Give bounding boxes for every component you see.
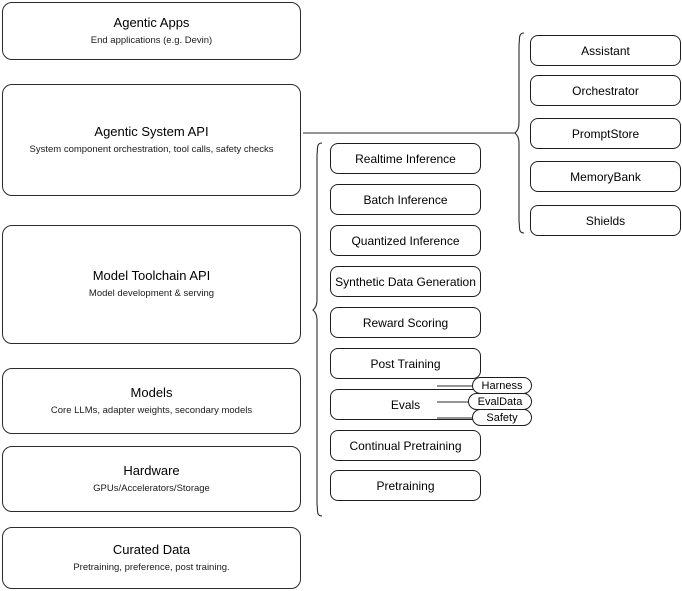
layer-agentic-system-api[interactable]: Agentic System API System component orch… [2,84,301,196]
toolchain-item-batch-inference[interactable]: Batch Inference [330,184,481,215]
layer-title: Hardware [123,462,180,478]
layer-title: Curated Data [112,541,191,557]
system-item-memorybank[interactable]: MemoryBank [530,161,681,192]
system-item-promptstore[interactable]: PromptStore [530,118,681,149]
layer-subtitle: Model development & serving [88,288,215,299]
layer-subtitle: System component orchestration, tool cal… [29,143,274,155]
layer-curated-data[interactable]: Curated Data Pretraining, preference, po… [2,527,301,589]
layer-agentic-apps[interactable]: Agentic Apps End applications (e.g. Devi… [2,2,301,60]
system-item-orchestrator[interactable]: Orchestrator [530,75,681,106]
layer-title: Model Toolchain API [92,268,211,283]
toolchain-item-continual-pretraining[interactable]: Continual Pretraining [330,430,481,461]
toolchain-item-quantized-inference[interactable]: Quantized Inference [330,225,481,256]
eval-tag-harness[interactable]: Harness [472,377,532,394]
system-item-shields[interactable]: Shields [530,205,681,236]
eval-tag-evaldata[interactable]: EvalData [468,393,532,410]
layer-model-toolchain-api[interactable]: Model Toolchain API Model development & … [2,225,301,344]
layer-subtitle: Core LLMs, adapter weights, secondary mo… [50,404,253,416]
toolchain-item-synthetic-data-generation[interactable]: Synthetic Data Generation [330,266,481,297]
toolchain-item-post-training[interactable]: Post Training [330,348,481,379]
layer-models[interactable]: Models Core LLMs, adapter weights, secon… [2,368,301,434]
layer-title: Agentic System API [94,123,209,139]
layer-subtitle: GPUs/Accelerators/Storage [93,482,210,494]
toolchain-item-realtime-inference[interactable]: Realtime Inference [330,143,481,174]
toolchain-item-pretraining[interactable]: Pretraining [330,470,481,501]
layer-hardware[interactable]: Hardware GPUs/Accelerators/Storage [2,446,301,512]
toolchain-item-evals[interactable]: Evals [330,389,481,420]
layer-subtitle: Pretraining, preference, post training. [73,561,230,573]
layer-subtitle: End applications (e.g. Devin) [90,34,213,46]
brace-system-components [514,32,525,234]
system-item-assistant[interactable]: Assistant [530,35,681,66]
layer-title: Models [130,384,173,400]
brace-toolchain-items [312,142,323,517]
layer-title: Agentic Apps [113,14,190,30]
eval-tag-safety[interactable]: Safety [472,409,532,426]
toolchain-item-reward-scoring[interactable]: Reward Scoring [330,307,481,338]
